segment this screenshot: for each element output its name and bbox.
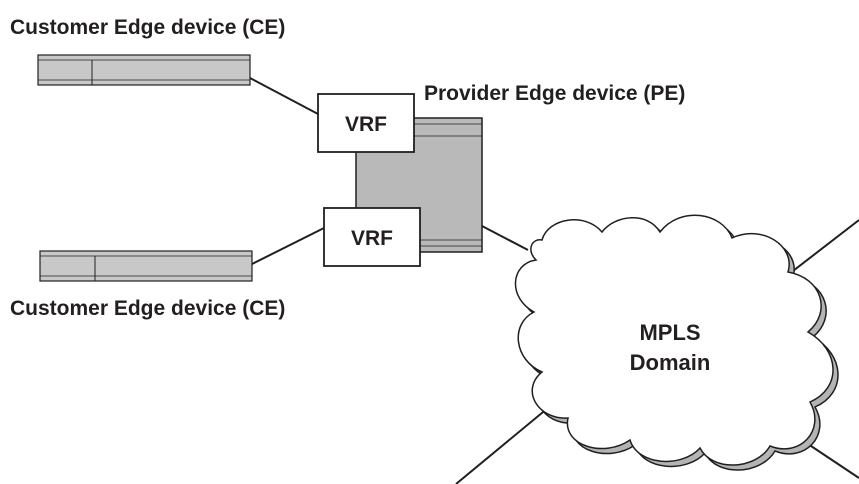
vrf-label-top: VRF [345, 113, 387, 136]
mpls-label-line1: MPLS [639, 320, 700, 345]
ce-device-bottom [39, 250, 253, 282]
mpls-cloud-body [514, 214, 834, 466]
link-ce-top-to-vrf [249, 77, 319, 115]
vrf-label-bottom: VRF [351, 227, 393, 250]
link-ce-bottom-to-vrf [251, 227, 325, 265]
ce-bottom-label: Customer Edge device (CE) [10, 297, 285, 320]
ce-device-top [37, 54, 251, 86]
vrf-box-top: VRF [317, 93, 415, 153]
link-pe-to-cloud [481, 225, 529, 251]
link-cloud-lower-left [455, 397, 561, 484]
link-cloud-lower-right [807, 443, 859, 479]
pe-label: Provider Edge device (PE) [424, 82, 685, 105]
mpls-label-line2: Domain [630, 350, 711, 375]
mpls-cloud: MPLS Domain [514, 214, 839, 471]
vrf-box-bottom: VRF [323, 207, 421, 267]
ce-top-label: Customer Edge device (CE) [10, 16, 285, 39]
